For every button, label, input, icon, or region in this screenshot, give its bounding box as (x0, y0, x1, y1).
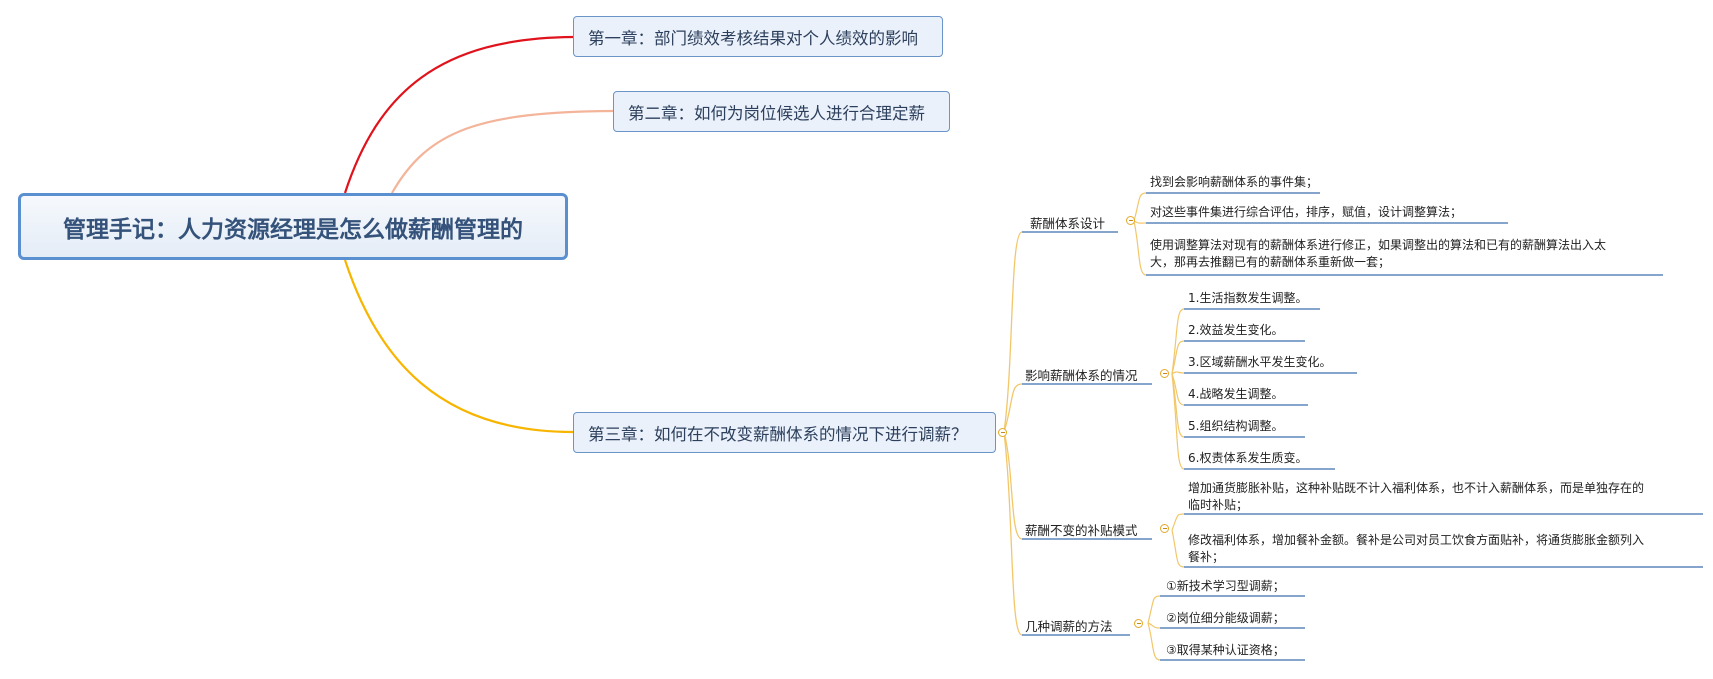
branch-leaf-2-4 (1171, 373, 1185, 406)
curve-chapter-3 (343, 259, 574, 434)
leaf-2-5[interactable]: 5.组织结构调整。 (1188, 419, 1284, 433)
leaf-1-3-line-1: 使用调整算法对现有的薪酬体系进行修正，如果调整出的算法和已有的薪酬算法出入太 (1150, 238, 1607, 252)
collapse-toggle-subtopic-2-icon[interactable] (1160, 369, 1169, 378)
leaf-1-1[interactable]: 找到会影响薪酬体系的事件集； (1150, 175, 1319, 189)
chapter-2-topic[interactable]: 第二章：如何为岗位候选人进行合理定薪 (613, 91, 950, 132)
leaf-2-4[interactable]: 4.战略发生调整。 (1188, 387, 1284, 401)
branch-leaf-2-6 (1171, 373, 1185, 470)
branch-leaf-1-1 (1133, 192, 1147, 222)
leaf-3-2[interactable]: 修改福利体系，增加餐补金额。餐补是公司对员工饮食方面贴补，将通货膨胀金额列入 餐… (1188, 532, 1644, 566)
leaf-1-3[interactable]: 使用调整算法对现有的薪酬体系进行修正，如果调整出的算法和已有的薪酬算法出入太 大… (1150, 237, 1606, 271)
branch-leaf-1-3 (1133, 220, 1147, 276)
leaf-1-3-line-2: 大，那再去推翻已有的薪酬体系重新做一套； (1150, 255, 1391, 269)
branch-sub-1 (1003, 231, 1023, 433)
leaf-4-1[interactable]: ①新技术学习型调薪； (1166, 579, 1285, 593)
collapse-toggle-subtopic-3-icon[interactable] (1160, 524, 1169, 533)
central-topic[interactable]: 管理手记：人力资源经理是怎么做薪酬管理的 (18, 193, 568, 260)
subtopic-1-label[interactable]: 薪酬体系设计 (1030, 216, 1106, 231)
chapter-1-topic[interactable]: 第一章：部门绩效考核结果对个人绩效的影响 (573, 16, 943, 57)
leaf-4-3[interactable]: ③取得某种认证资格； (1166, 643, 1285, 657)
branch-leaf-3-1 (1171, 513, 1185, 531)
curve-chapter-2 (391, 109, 614, 194)
branch-leaf-2-1 (1171, 308, 1185, 375)
leaf-2-2[interactable]: 2.效益发生变化。 (1188, 323, 1284, 337)
leaf-3-1-line-2: 临时补贴； (1188, 498, 1249, 512)
branch-sub-3 (1003, 431, 1023, 540)
leaf-3-2-line-2: 餐补； (1188, 550, 1225, 564)
leaf-2-6[interactable]: 6.权责体系发生质变。 (1188, 451, 1308, 465)
leaf-3-1-line-1: 增加通货膨胀补贴，这种补贴既不计入福利体系，也不计入薪酬体系，而是单独存在的 (1188, 481, 1645, 495)
curve-chapter-1 (343, 35, 574, 194)
branch-sub-2 (1003, 383, 1023, 433)
collapse-toggle-chapter-3-icon[interactable] (998, 428, 1007, 437)
collapse-toggle-subtopic-1-icon[interactable] (1126, 216, 1135, 225)
branch-leaf-3-2 (1171, 529, 1185, 568)
branch-leaf-2-2 (1171, 340, 1185, 375)
subtopic-2-label[interactable]: 影响薪酬体系的情况 (1025, 368, 1138, 383)
branch-leaf-2-3 (1171, 371, 1185, 375)
leaf-3-1[interactable]: 增加通货膨胀补贴，这种补贴既不计入福利体系，也不计入薪酬体系，而是单独存在的 临… (1188, 480, 1644, 514)
leaf-2-1[interactable]: 1.生活指数发生调整。 (1188, 291, 1308, 305)
leaf-3-2-line-1: 修改福利体系，增加餐补金额。餐补是公司对员工饮食方面贴补，将通货膨胀金额列入 (1188, 533, 1645, 547)
branch-leaf-4-1 (1147, 595, 1161, 624)
collapse-toggle-subtopic-4-icon[interactable] (1134, 619, 1143, 628)
leaf-1-2[interactable]: 对这些事件集进行综合评估，排序，赋值，设计调整算法； (1150, 205, 1463, 219)
branch-leaf-4-3 (1147, 622, 1161, 661)
subtopic-3-label[interactable]: 薪酬不变的补贴模式 (1025, 523, 1138, 538)
branch-sub-4 (1003, 431, 1023, 636)
subtopic-4-label[interactable]: 几种调薪的方法 (1025, 619, 1113, 634)
branch-leaf-4-2 (1147, 622, 1161, 629)
leaf-2-3[interactable]: 3.区域薪酬水平发生变化。 (1188, 355, 1332, 369)
leaf-4-2[interactable]: ②岗位细分能级调薪； (1166, 611, 1285, 625)
branch-leaf-2-5 (1171, 373, 1185, 438)
chapter-3-topic[interactable]: 第三章：如何在不改变薪酬体系的情况下进行调薪？ (573, 412, 996, 453)
branch-leaf-1-2 (1133, 220, 1147, 224)
